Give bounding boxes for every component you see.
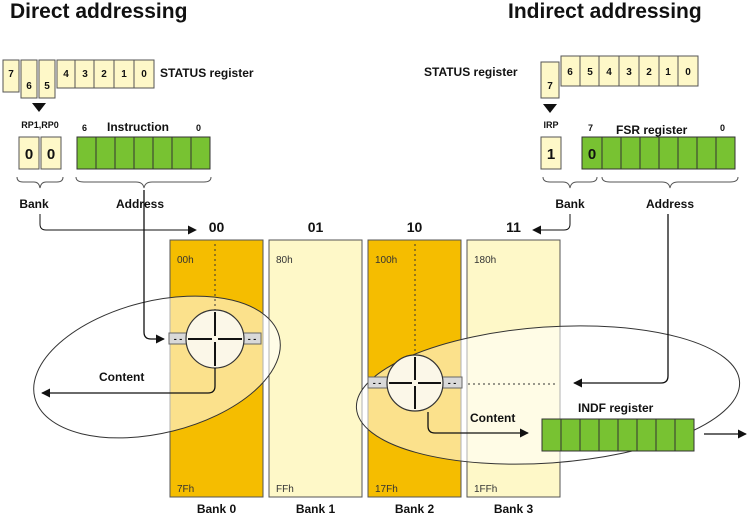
bank-brace bbox=[16, 176, 64, 189]
indirect-content-arrow bbox=[427, 412, 529, 438]
direct-status-bit: 6 bbox=[26, 81, 32, 92]
bank-end-address: FFh bbox=[276, 484, 294, 495]
bank-start-address: 80h bbox=[276, 255, 293, 266]
title-indirect-addressing: Indirect addressing bbox=[508, 0, 702, 23]
fsr-register: 0 bbox=[581, 136, 736, 170]
instruction-bit-low: 0 bbox=[196, 123, 201, 133]
memory-bank-column bbox=[268, 239, 363, 498]
indirect-status-register-label: STATUS register bbox=[424, 65, 518, 79]
direct-down-arrow-icon bbox=[32, 103, 46, 112]
indirect-status-bit: 6 bbox=[567, 67, 573, 78]
title-direct-addressing: Direct addressing bbox=[10, 0, 187, 23]
indirect-down-arrow-icon bbox=[543, 104, 557, 113]
direct-bank-label: Bank bbox=[19, 197, 49, 211]
bank-end-address: 17Fh bbox=[375, 484, 398, 495]
rp-label: RP1,RP0 bbox=[21, 120, 59, 130]
direct-address-arrow bbox=[143, 190, 165, 344]
indirect-status-bit: 4 bbox=[606, 67, 612, 78]
irp-label: IRP bbox=[543, 120, 558, 130]
direct-status-bit: 5 bbox=[44, 81, 50, 92]
direct-status-bit: 1 bbox=[121, 69, 127, 80]
instruction-register bbox=[76, 136, 211, 170]
direct-status-bit: 7 bbox=[8, 69, 14, 80]
bank-start-address: 180h bbox=[474, 255, 496, 266]
direct-content-label: Content bbox=[99, 370, 144, 384]
direct-status-bit: 3 bbox=[82, 69, 88, 80]
indirect-selector: - - - - bbox=[367, 354, 463, 412]
indirect-status-register: 7 6 5 4 3 2 1 0 bbox=[540, 55, 699, 99]
indirect-bank-brace bbox=[542, 176, 598, 189]
irp-value: 1 bbox=[547, 146, 555, 163]
indirect-status-bit: 7 bbox=[547, 81, 553, 92]
direct-status-register: 7 6 5 4 3 2 1 0 bbox=[2, 59, 155, 99]
bank-name: Bank 2 bbox=[395, 502, 435, 516]
bank-name: Bank 0 bbox=[197, 502, 237, 516]
indf-register-label: INDF register bbox=[578, 401, 654, 415]
indirect-bank-select-arrow bbox=[532, 214, 571, 235]
indirect-status-bit: 5 bbox=[587, 67, 593, 78]
svg-text:- -: - - bbox=[448, 378, 457, 388]
direct-bank-select-arrow bbox=[39, 214, 197, 235]
fsr-bit7-value: 0 bbox=[588, 146, 596, 163]
bank-name: Bank 3 bbox=[494, 502, 534, 516]
indirect-bank-label: Bank bbox=[555, 197, 585, 211]
fsr-bit-low: 0 bbox=[720, 123, 725, 133]
bank-code: 00 bbox=[209, 219, 225, 235]
direct-status-bit: 0 bbox=[141, 69, 147, 80]
bank-name: Bank 1 bbox=[296, 502, 336, 516]
bank-start-address: 00h bbox=[177, 255, 194, 266]
direct-selector: - - - - bbox=[168, 309, 262, 369]
bank-code: 11 bbox=[506, 219, 521, 235]
bank-code: 10 bbox=[407, 219, 423, 235]
svg-text:- -: - - bbox=[174, 334, 183, 344]
indirect-status-bit: 2 bbox=[646, 67, 652, 78]
bank-start-address: 100h bbox=[375, 255, 397, 266]
direct-status-register-label: STATUS register bbox=[160, 66, 254, 80]
indirect-status-bit: 3 bbox=[626, 67, 632, 78]
direct-status-bit: 4 bbox=[63, 69, 69, 80]
direct-address-label: Address bbox=[116, 197, 164, 211]
fsr-bit-high: 7 bbox=[588, 123, 593, 133]
svg-text:- -: - - bbox=[373, 378, 382, 388]
indirect-address-brace bbox=[601, 176, 739, 189]
indirect-address-arrow bbox=[573, 214, 669, 388]
svg-text:- -: - - bbox=[248, 334, 257, 344]
instruction-label: Instruction bbox=[107, 120, 169, 134]
indirect-address-label: Address bbox=[646, 197, 694, 211]
bank-code: 01 bbox=[308, 219, 324, 235]
indf-register bbox=[541, 418, 695, 452]
fsr-label: FSR register bbox=[616, 123, 688, 137]
indirect-status-bit: 0 bbox=[685, 67, 691, 78]
bank-end-address: 1FFh bbox=[474, 484, 497, 495]
instruction-bit-high: 6 bbox=[82, 123, 87, 133]
indirect-status-bit: 1 bbox=[665, 67, 671, 78]
bank-end-address: 7Fh bbox=[177, 484, 194, 495]
irp-register: 1 bbox=[540, 136, 562, 170]
rp0-value: 0 bbox=[47, 146, 55, 163]
direct-status-bit: 2 bbox=[101, 69, 107, 80]
direct-content-arrow bbox=[41, 368, 216, 398]
rp-bits-register: 0 0 bbox=[18, 136, 62, 170]
indirect-content-label: Content bbox=[470, 411, 515, 425]
rp1-value: 0 bbox=[25, 146, 33, 163]
address-brace bbox=[75, 176, 212, 189]
